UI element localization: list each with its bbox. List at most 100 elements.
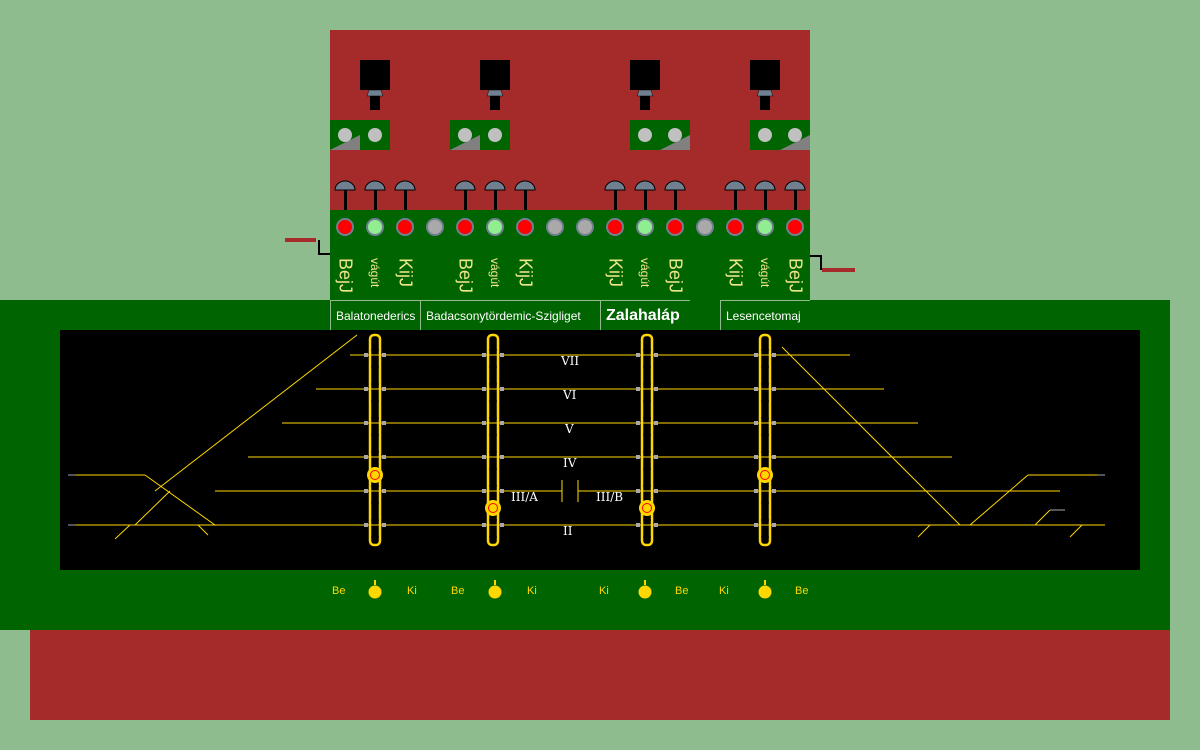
column-label: KijJ <box>515 258 536 288</box>
push-button-icon[interactable] <box>723 180 747 210</box>
direction-label: Ki <box>599 585 609 597</box>
track-joint <box>364 489 368 493</box>
indicator-lamp-red <box>336 218 354 236</box>
push-button-icon[interactable] <box>513 180 537 210</box>
push-button-icon[interactable] <box>663 180 687 210</box>
column-label: BejJ <box>455 258 476 294</box>
track-segment <box>154 334 358 492</box>
direction-label: Be <box>332 585 346 597</box>
station-name: Lesencetomaj <box>720 300 810 330</box>
indicator-lamp-off <box>426 218 444 236</box>
track-joint <box>500 489 504 493</box>
key-mount-icon <box>756 90 774 110</box>
control-panel-top <box>330 30 810 210</box>
direction-label: Be <box>795 585 809 597</box>
push-button-icon[interactable] <box>633 180 657 210</box>
push-button-icon[interactable] <box>363 180 387 210</box>
push-button-icon[interactable] <box>453 180 477 210</box>
column-label: BejJ <box>335 258 356 294</box>
direction-label: Ki <box>719 585 729 597</box>
indicator-lamp-green <box>366 218 384 236</box>
key-mount-icon <box>366 90 384 110</box>
track-segment <box>969 474 1029 526</box>
indicator-lamp-green <box>486 218 504 236</box>
track-joint <box>364 353 368 357</box>
track-joint <box>772 455 776 459</box>
track-joint <box>482 523 486 527</box>
direction-knob-icon[interactable] <box>637 580 653 600</box>
direction-label: Ki <box>407 585 417 597</box>
track-label: III/A <box>511 490 538 504</box>
track-joint <box>654 353 658 357</box>
column-label: BejJ <box>665 258 686 294</box>
track-segment <box>134 490 171 526</box>
route-lever <box>486 333 500 547</box>
track-joint <box>654 421 658 425</box>
lever-knob-icon <box>757 467 773 483</box>
track-segment <box>1069 524 1083 538</box>
track-joint <box>500 523 504 527</box>
track-joint <box>382 353 386 357</box>
track-label: VI <box>563 388 577 402</box>
indicator-lamp-red <box>516 218 534 236</box>
track-joint <box>772 353 776 357</box>
track-joint <box>754 523 758 527</box>
track-joint <box>500 455 504 459</box>
push-button-icon[interactable] <box>483 180 507 210</box>
track-joint <box>636 489 640 493</box>
track-joint <box>772 523 776 527</box>
track-joint <box>482 353 486 357</box>
track-label: IV <box>563 456 577 470</box>
track-joint <box>754 421 758 425</box>
track-gap <box>562 480 578 502</box>
push-button-icon[interactable] <box>333 180 357 210</box>
indicator-lamp-off <box>546 218 564 236</box>
station-name: Balatonederics <box>330 300 420 330</box>
track-joint <box>500 421 504 425</box>
track-joint <box>482 421 486 425</box>
direction-knob-icon[interactable] <box>367 580 383 600</box>
track-segment <box>114 524 131 540</box>
push-button-icon[interactable] <box>753 180 777 210</box>
key-mount-icon <box>636 90 654 110</box>
track-joint <box>754 353 758 357</box>
indicator-lamp-red <box>456 218 474 236</box>
push-button-icon[interactable] <box>393 180 417 210</box>
station-name: Badacsonytördemic-Szigliget <box>420 300 600 330</box>
route-lever <box>368 333 382 547</box>
track-joint <box>382 455 386 459</box>
route-indicator-panel <box>450 120 510 150</box>
direction-knob-icon[interactable] <box>757 580 773 600</box>
indicator-lamp-off <box>696 218 714 236</box>
column-label: vágút <box>758 258 772 288</box>
track-joint <box>772 387 776 391</box>
indicator-lamp-red <box>786 218 804 236</box>
track-joint <box>364 387 368 391</box>
direction-knob-icon[interactable] <box>487 580 503 600</box>
track-joint <box>654 387 658 391</box>
track-joint <box>654 455 658 459</box>
station-block-indicator <box>360 60 390 90</box>
indicator-lamp-green <box>636 218 654 236</box>
lever-knob-center <box>642 503 652 513</box>
track-joint <box>654 523 658 527</box>
track-joint <box>364 523 368 527</box>
track-joint <box>754 455 758 459</box>
direction-label: Be <box>451 585 465 597</box>
key-mount-icon <box>486 90 504 110</box>
track-segment <box>144 474 216 526</box>
push-button-icon[interactable] <box>603 180 627 210</box>
track-joint <box>482 387 486 391</box>
push-button-icon[interactable] <box>783 180 807 210</box>
station-name: Zalahaláp <box>600 300 690 330</box>
track-joint <box>772 489 776 493</box>
track-joint <box>382 489 386 493</box>
track-joint <box>754 489 758 493</box>
track-segment <box>917 524 931 538</box>
track-joint <box>636 353 640 357</box>
indicator-lamp-red <box>396 218 414 236</box>
track-segment <box>1034 509 1051 526</box>
track-diagram <box>60 330 1140 570</box>
station-block-indicator <box>750 60 780 90</box>
